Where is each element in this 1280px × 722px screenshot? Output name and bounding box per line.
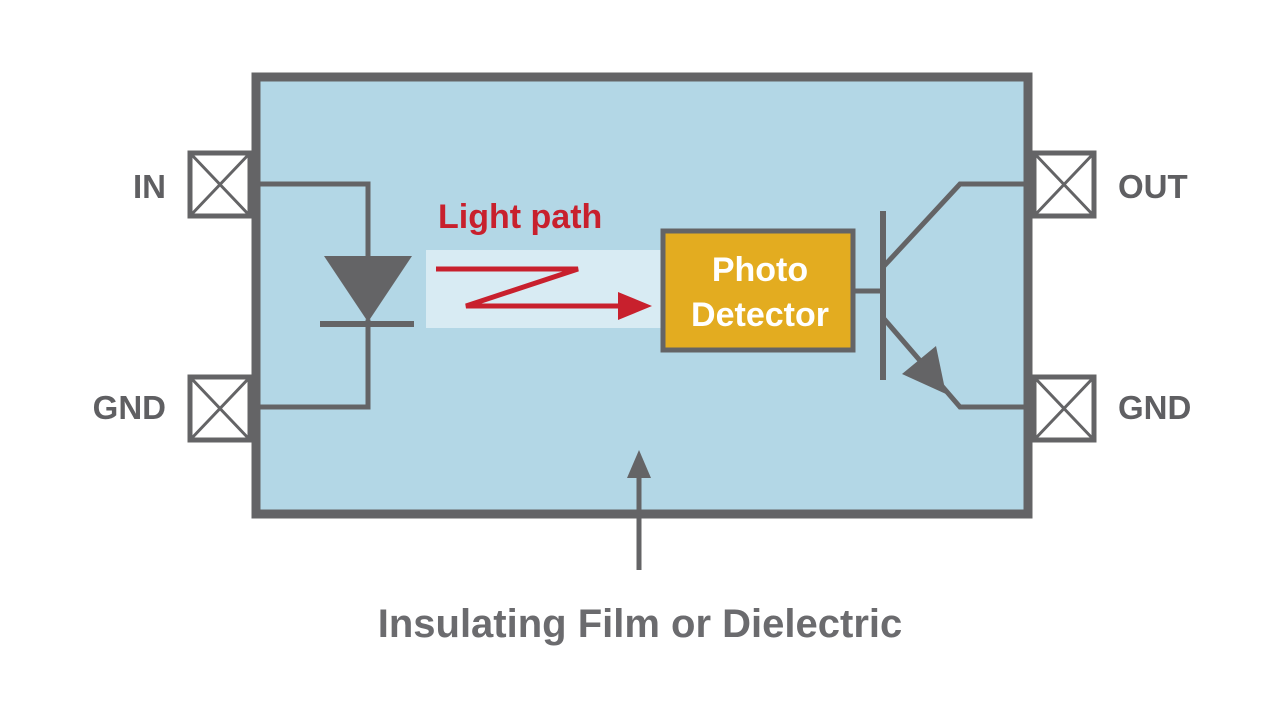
pin-label-gnd-right: GND <box>1118 389 1191 426</box>
pad-gnd-right <box>1031 374 1097 443</box>
led-diode-icon <box>320 256 414 327</box>
led-cathode-wire <box>249 319 371 410</box>
transistor-icon <box>852 181 1033 410</box>
pin-label-in: IN <box>133 168 166 205</box>
light-path-arrow-icon <box>436 266 652 320</box>
pin-label-out: OUT <box>1118 168 1188 205</box>
light-path-label: Light path <box>438 198 602 236</box>
pin-label-gnd-left: GND <box>93 389 166 426</box>
pad-out <box>1031 150 1097 219</box>
photo-detector-label-line2: Detector <box>691 296 829 334</box>
pad-gnd-left <box>187 374 253 443</box>
led-anode-wire <box>249 181 371 261</box>
pad-in <box>187 150 253 219</box>
photo-detector-label-line1: Photo <box>712 251 808 289</box>
insulating-film-pointer-icon <box>627 450 651 570</box>
insulating-film-caption: Insulating Film or Dielectric <box>378 602 903 646</box>
